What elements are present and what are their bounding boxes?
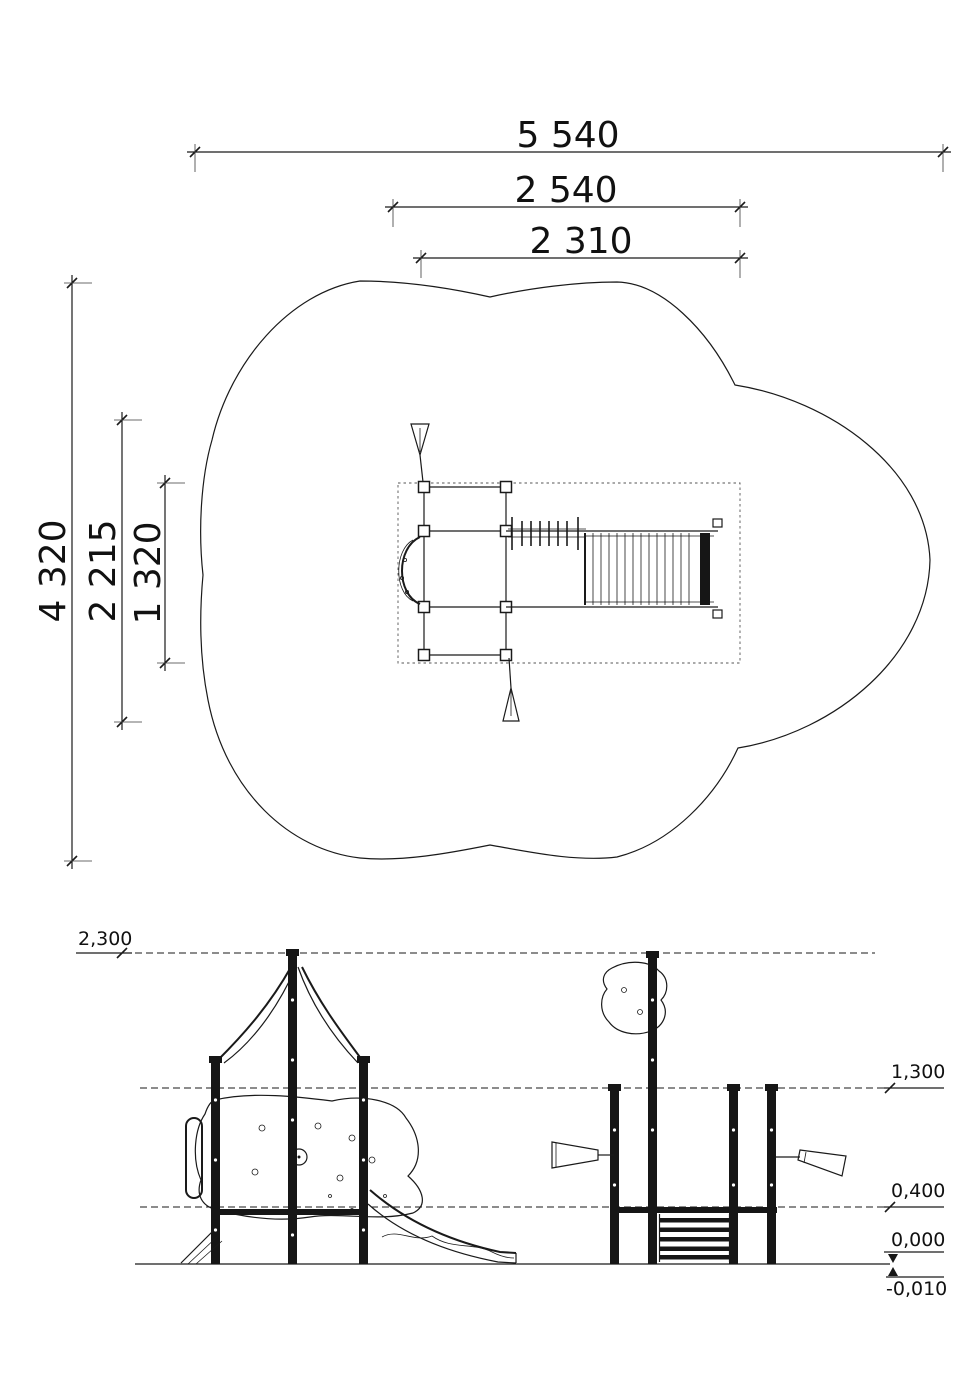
dimension-height-outer: 2 215 [83,412,142,730]
dim-height-total-label: 4 320 [33,519,74,622]
dimension-width-inner: 2 310 [413,221,748,278]
level-line-0400: 0,400 [140,1180,945,1213]
equipment-plan [398,423,723,722]
level-0400-label: 0,400 [891,1180,945,1202]
level-0000-label: 0,000 [891,1229,945,1251]
dim-width-inner-label: 2 310 [529,221,632,262]
dim-width-total-label: 5 540 [516,115,619,156]
left-structure-posts [209,949,370,1264]
level-line-minus-0010: -0,010 [886,1267,947,1300]
ramp-plan [506,518,723,619]
ground-line: 0,000 [135,1229,945,1265]
right-structure-posts [608,951,778,1264]
slide-elevation [367,1189,517,1264]
level-minus-0010-label: -0,010 [886,1278,947,1300]
left-structure-elevation [180,949,517,1265]
dimension-height-inner: 1 320 [128,475,185,671]
climbing-panel-outline [194,1094,423,1220]
dim-height-outer-label: 2 215 [83,519,124,622]
dimension-width-total: 5 540 [187,115,951,172]
torch-top-plan [410,423,430,483]
safety-area-outline [200,280,931,860]
torch-bottom-plan [502,657,520,722]
level-line-1300: 1,300 [140,1061,945,1094]
dim-width-outer-label: 2 540 [514,170,617,211]
steps-elevation [658,1214,731,1262]
right-structure-elevation [551,951,847,1264]
dim-height-inner-label: 1 320 [128,521,169,624]
level-line-2300: 2,300 [76,928,875,959]
rope-bridge-plan [508,517,586,550]
level-1300-label: 1,300 [891,1061,945,1083]
plan-view: 5 540 2 540 2 310 4 320 [33,115,951,869]
equipment-footprint-dotted [397,482,741,664]
level-2300-label: 2,300 [78,928,132,950]
climbing-wall-plan [398,536,421,605]
ramp-hatch [180,1230,223,1265]
torch-right-elevation [774,1149,847,1177]
dimension-width-outer: 2 540 [385,170,748,227]
grab-handle [185,1117,203,1199]
elevation-view: 2,300 1,300 0,400 0,000 -0,010 [76,928,947,1300]
plan-posts [417,480,513,662]
torch-left-elevation [551,1141,614,1169]
dimension-height-total: 4 320 [33,275,92,869]
